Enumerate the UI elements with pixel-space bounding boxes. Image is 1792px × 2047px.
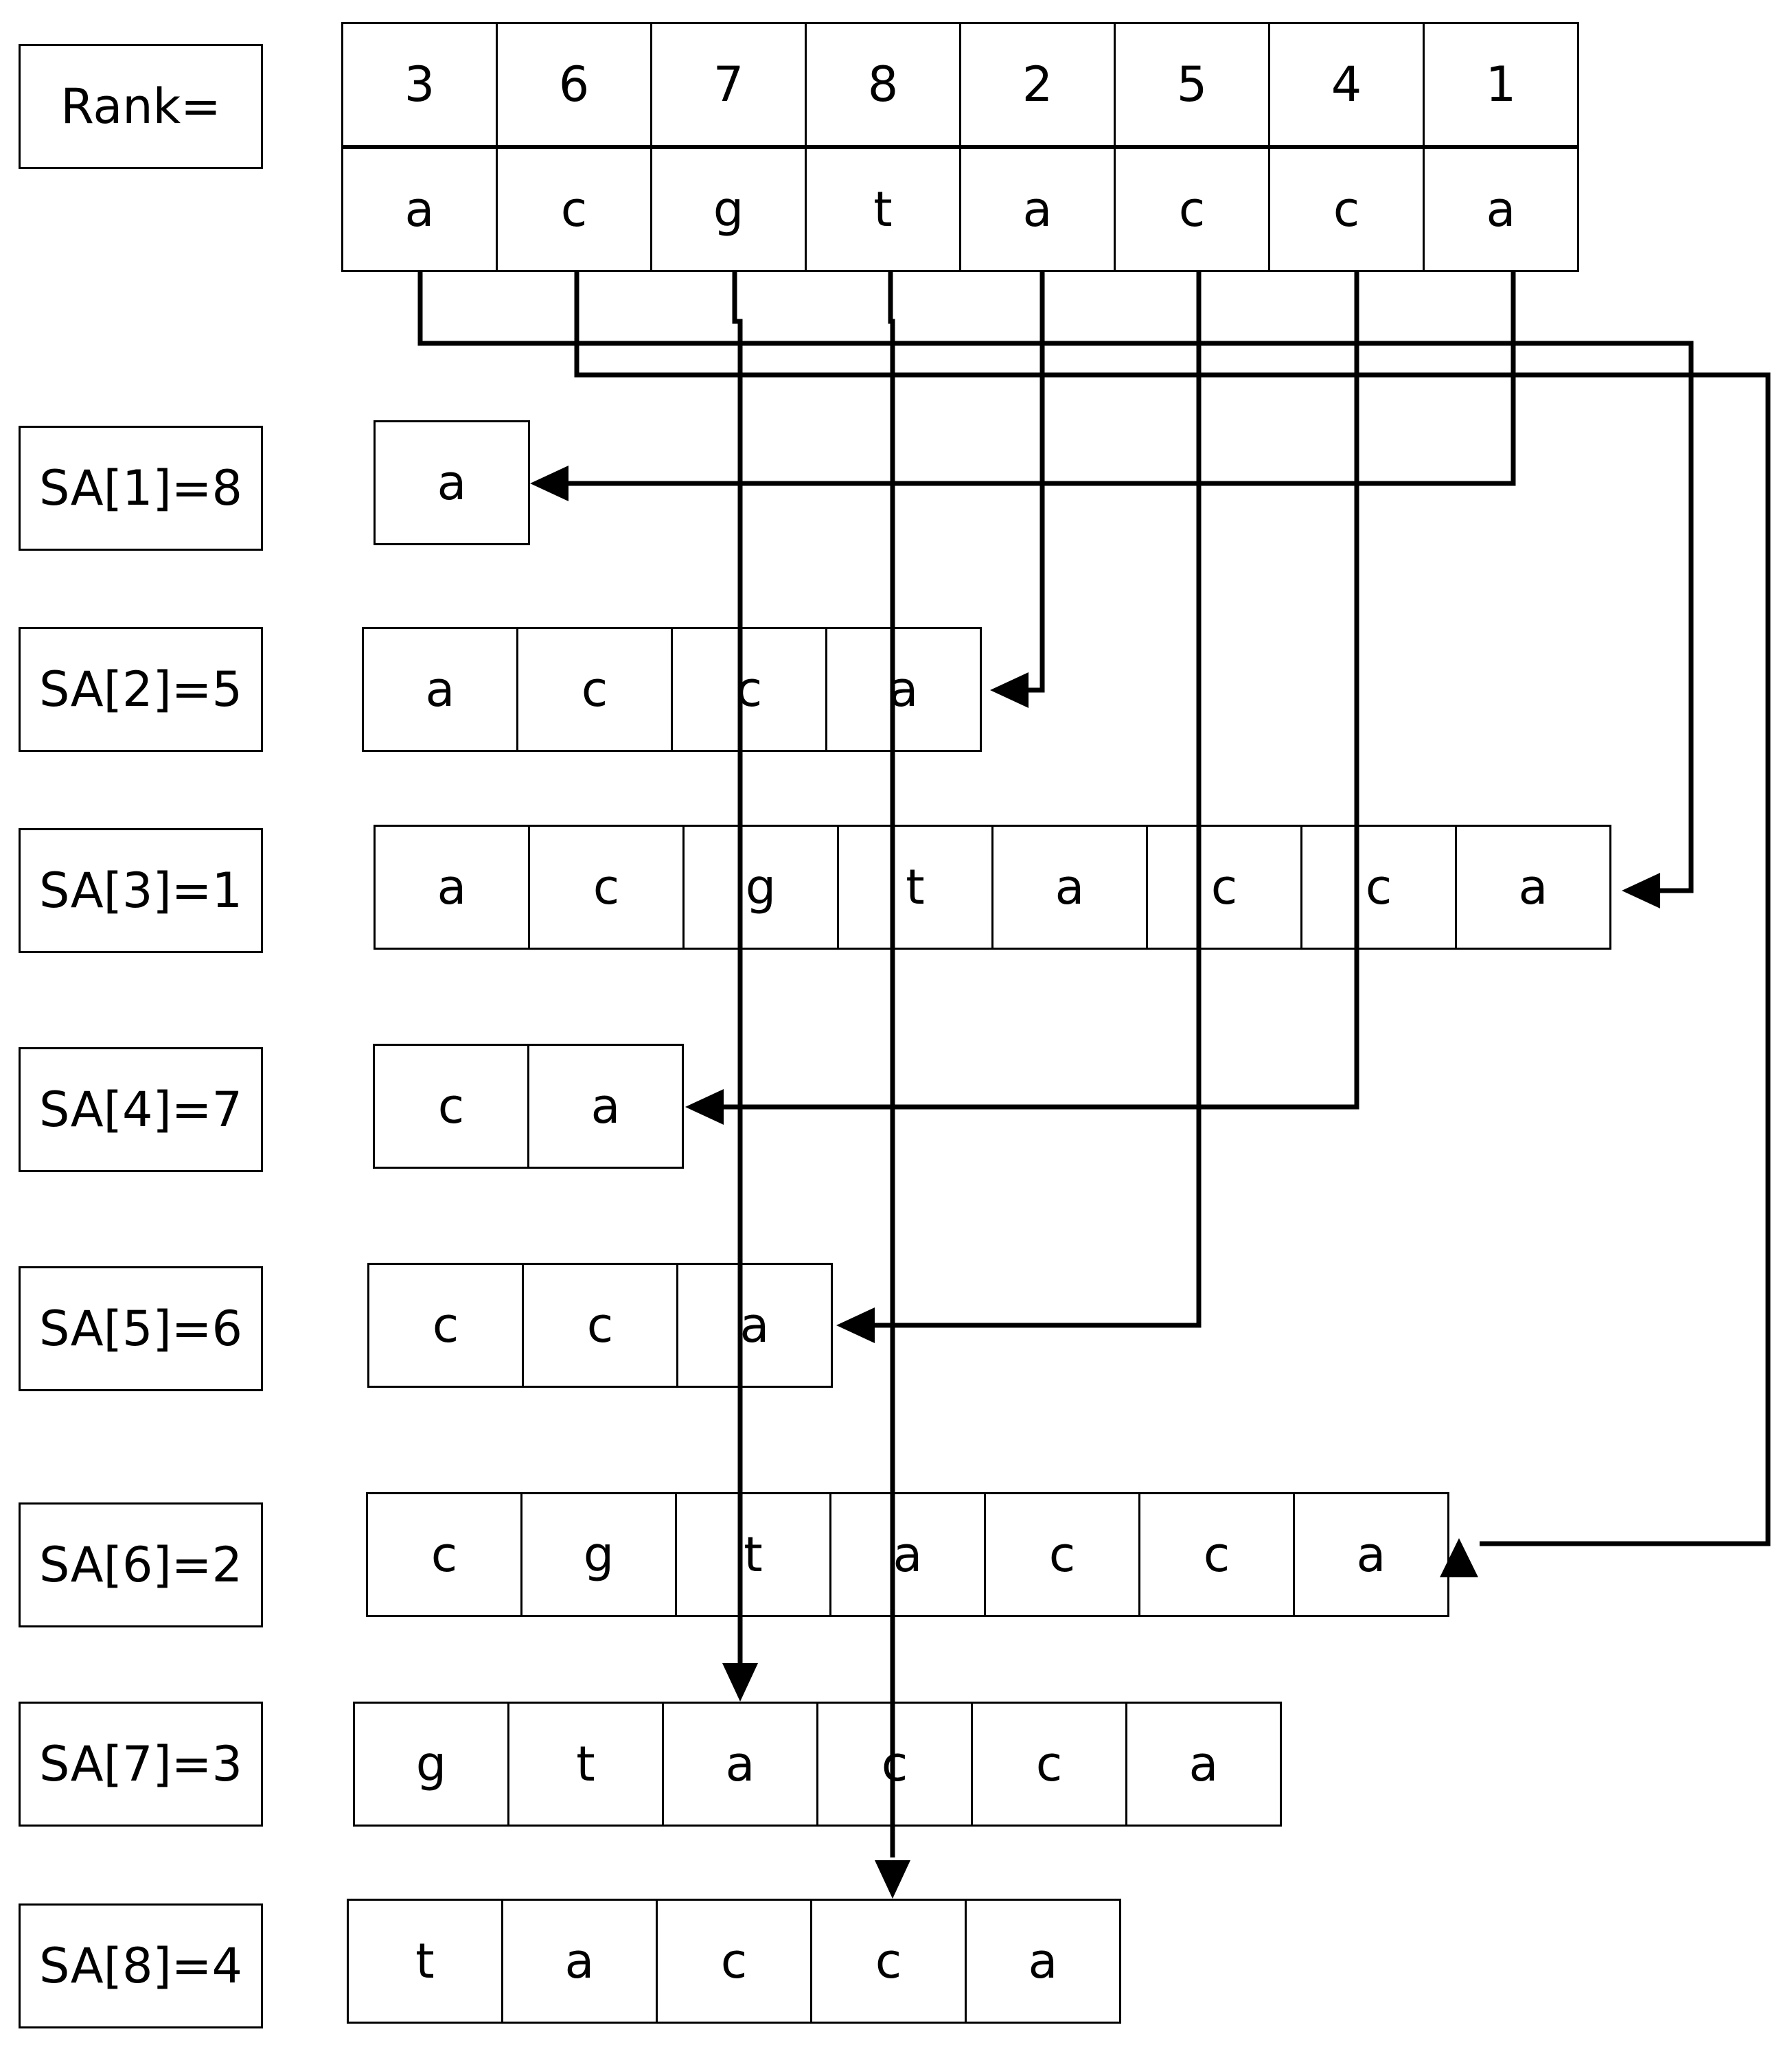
rank-cell: 8 — [805, 22, 961, 147]
connector-line-pos4 — [888, 272, 895, 1857]
suffix-char-cell: c — [516, 627, 673, 752]
arrowhead-sa7 — [722, 1663, 758, 1702]
suffix-char-cell: a — [991, 825, 1148, 950]
suffix-char-cell: a — [1293, 1492, 1449, 1617]
sa-label: SA[7]=3 — [19, 1702, 263, 1827]
connector-line-pos8 — [564, 272, 1516, 486]
rank-row: 3 6 7 8 2 5 4 1 — [341, 22, 1579, 147]
text-char-cell: g — [650, 147, 807, 272]
arrowhead-sa8 — [875, 1860, 910, 1899]
sa-suffix-row: t a c c a — [347, 1899, 1121, 2024]
sa-label: SA[4]=7 — [19, 1047, 263, 1172]
connector-line-pos6 — [872, 272, 1202, 1328]
suffix-char-cell: c — [656, 1899, 812, 2024]
text-char-cell: t — [805, 147, 961, 272]
rank-cell: 2 — [959, 22, 1116, 147]
suffix-char-cell: c — [366, 1492, 522, 1617]
sa-label: SA[5]=6 — [19, 1266, 263, 1391]
suffix-char-cell: c — [1138, 1492, 1295, 1617]
suffix-char-cell: g — [353, 1702, 509, 1827]
suffix-char-cell: c — [984, 1492, 1140, 1617]
suffix-char-cell: a — [501, 1899, 658, 2024]
text-char-cell: a — [341, 147, 498, 272]
suffix-char-cell: c — [1300, 825, 1457, 950]
connector-line-pos3 — [732, 272, 743, 1665]
suffix-char-cell: c — [528, 825, 685, 950]
text-char-cell: a — [1423, 147, 1579, 272]
rank-cell: 5 — [1114, 22, 1270, 147]
suffix-char-cell: a — [1455, 825, 1611, 950]
sa-suffix-row: c c a — [367, 1263, 833, 1388]
suffix-char-cell: c — [367, 1263, 524, 1388]
sa-label: SA[3]=1 — [19, 828, 263, 953]
sa-label: SA[6]=2 — [19, 1502, 263, 1627]
sa-label: SA[1]=8 — [19, 426, 263, 551]
suffix-char-cell: a — [1125, 1702, 1282, 1827]
suffix-char-cell: a — [825, 627, 982, 752]
text-char-cell: c — [496, 147, 652, 272]
connector-line-pos1 — [417, 272, 1694, 893]
suffix-char-cell: c — [816, 1702, 973, 1827]
connector-line-pos5 — [1026, 272, 1045, 693]
sa-label: SA[2]=5 — [19, 627, 263, 752]
rank-cell: 4 — [1268, 22, 1425, 147]
suffix-char-cell: c — [671, 627, 827, 752]
arrowhead-sa3 — [1622, 873, 1660, 908]
text-char-cell: c — [1114, 147, 1270, 272]
suffix-char-cell: c — [522, 1263, 678, 1388]
suffix-char-cell: a — [374, 420, 530, 545]
rank-label: Rank= — [19, 44, 263, 169]
text-row: a c g t a c c a — [341, 147, 1579, 272]
sa-suffix-row: g t a c c a — [353, 1702, 1282, 1827]
rank-cell: 7 — [650, 22, 807, 147]
suffix-char-cell: c — [1146, 825, 1302, 950]
suffix-char-cell: t — [347, 1899, 503, 2024]
suffix-char-cell: a — [374, 825, 530, 950]
suffix-char-cell: a — [965, 1899, 1121, 2024]
sa-suffix-row: a c g t a c c a — [374, 825, 1611, 950]
suffix-char-cell: t — [507, 1702, 664, 1827]
suffix-char-cell: a — [362, 627, 518, 752]
suffix-char-cell: a — [676, 1263, 833, 1388]
rank-cell: 6 — [496, 22, 652, 147]
suffix-char-cell: a — [527, 1044, 684, 1169]
suffix-char-cell: t — [837, 825, 993, 950]
suffix-char-cell: t — [675, 1492, 831, 1617]
sa-label: SA[8]=4 — [19, 1903, 263, 2028]
arrowhead-sa4 — [685, 1089, 724, 1125]
sa-suffix-row: a — [374, 420, 530, 545]
arrowhead-sa2 — [990, 672, 1029, 708]
suffix-char-cell: c — [373, 1044, 529, 1169]
suffix-char-cell: c — [810, 1899, 967, 2024]
text-char-cell: a — [959, 147, 1116, 272]
suffix-char-cell: a — [829, 1492, 986, 1617]
rank-cell: 3 — [341, 22, 498, 147]
sa-suffix-row: c a — [373, 1044, 684, 1169]
suffix-char-cell: c — [971, 1702, 1127, 1827]
arrowhead-sa1 — [530, 466, 568, 501]
sa-suffix-row: a c c a — [362, 627, 982, 752]
sa-suffix-row: c g t a c c a — [366, 1492, 1449, 1617]
suffix-char-cell: g — [682, 825, 839, 950]
arrowhead-sa5 — [836, 1307, 875, 1343]
suffix-char-cell: a — [662, 1702, 818, 1827]
text-char-cell: c — [1268, 147, 1425, 272]
rank-cell: 1 — [1423, 22, 1579, 147]
suffix-char-cell: g — [520, 1492, 677, 1617]
